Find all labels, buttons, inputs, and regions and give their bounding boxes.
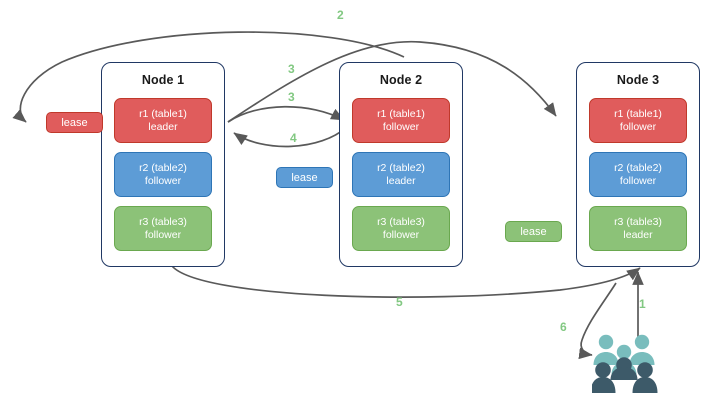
replica-node3-r3[interactable]: r3 (table3) leader: [589, 206, 687, 251]
node-title-2: Node 2: [379, 73, 423, 87]
replica-node1-r2[interactable]: r2 (table2) follower: [114, 152, 212, 197]
replica-role: follower: [382, 120, 420, 133]
replica-name: r2 (table2): [139, 161, 187, 174]
replica-role: leader: [148, 120, 178, 133]
step-label-2: 2: [337, 8, 344, 22]
replica-node3-r1[interactable]: r1 (table1) follower: [589, 98, 687, 143]
replica-name: r1 (table1): [614, 107, 662, 120]
lease-badge-r2[interactable]: lease: [276, 167, 333, 188]
replica-name: r3 (table3): [139, 215, 187, 228]
users-group-icon: [592, 334, 658, 393]
replica-role: follower: [144, 174, 182, 187]
replica-node1-r1[interactable]: r1 (table1) leader: [114, 98, 212, 143]
node-container-3: Node 3 r1 (table1) follower r2 (table2) …: [576, 62, 700, 267]
replica-name: r2 (table2): [377, 161, 425, 174]
step-label-5: 5: [396, 295, 403, 309]
node-container-2: Node 2 r1 (table1) follower r2 (table2) …: [339, 62, 463, 267]
replica-role: follower: [144, 228, 182, 241]
node-container-1: Node 1 r1 (table1) leader r2 (table2) fo…: [101, 62, 225, 267]
lease-badge-r1[interactable]: lease: [46, 112, 103, 133]
replica-role: follower: [619, 120, 657, 133]
replica-role: follower: [619, 174, 657, 187]
step-label-4: 4: [290, 131, 297, 145]
lease-badge-r3[interactable]: lease: [505, 221, 562, 242]
users-front-row: [592, 357, 658, 393]
arrow-step-3-to-node2: [227, 105, 345, 123]
replica-role: follower: [382, 228, 420, 241]
replica-node2-r2[interactable]: r2 (table2) leader: [352, 152, 450, 197]
replica-name: r1 (table1): [377, 107, 425, 120]
step-label-1: 1: [639, 297, 646, 311]
replica-node1-r3[interactable]: r3 (table3) follower: [114, 206, 212, 251]
node-title-1: Node 1: [141, 73, 185, 87]
arrow-step-5: [171, 265, 641, 298]
replica-name: r3 (table3): [377, 215, 425, 228]
replica-role: leader: [623, 228, 653, 241]
step-label-3a: 3: [288, 62, 295, 76]
replica-node2-r1[interactable]: r1 (table1) follower: [352, 98, 450, 143]
node-title-3: Node 3: [616, 73, 660, 87]
replica-node2-r3[interactable]: r3 (table3) follower: [352, 206, 450, 251]
replica-name: r2 (table2): [614, 161, 662, 174]
step-label-3b: 3: [288, 90, 295, 104]
replica-name: r1 (table1): [139, 107, 187, 120]
step-label-6: 6: [560, 320, 567, 334]
replica-node3-r2[interactable]: r2 (table2) follower: [589, 152, 687, 197]
replica-name: r3 (table3): [614, 215, 662, 228]
replica-role: leader: [386, 174, 416, 187]
